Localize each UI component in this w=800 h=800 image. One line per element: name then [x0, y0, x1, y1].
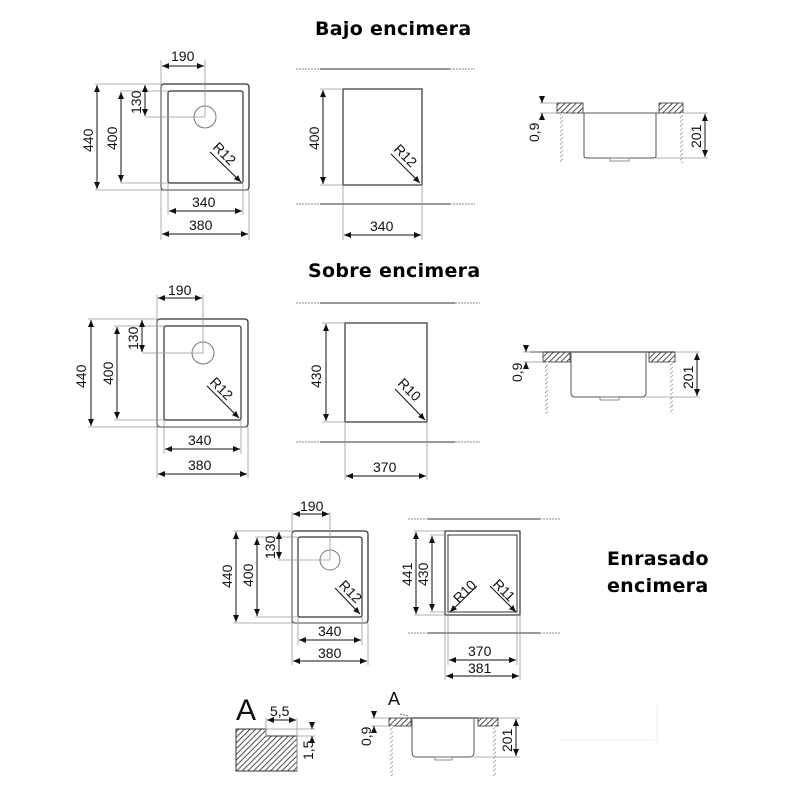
enrasado-detail-a	[235, 717, 315, 772]
sobre-dim-190: 190	[168, 282, 192, 298]
bajo-dim-340: 340	[192, 194, 216, 210]
bajo-cutout-radius: R12	[391, 141, 421, 171]
enrasado-cutout-view	[408, 518, 560, 680]
detail-a-label: A	[236, 694, 256, 727]
bajo-plan-view	[94, 60, 250, 240]
enrasado-cutout-radius-left: R10	[450, 576, 480, 606]
enrasado-radius: R12	[336, 577, 366, 607]
sobre-cutout-radius: R10	[395, 375, 425, 405]
sobre-cutout-430: 430	[308, 364, 324, 388]
enrasado-section-depth: 201	[499, 728, 515, 752]
sobre-dim-380: 380	[188, 457, 212, 473]
enrasado-cutout-441: 441	[399, 562, 415, 586]
bajo-cutout-400: 400	[306, 126, 322, 150]
sobre-section-thickness: 0,9	[509, 362, 525, 382]
bajo-dim-380: 380	[189, 217, 213, 233]
enrasado-cutout-370: 370	[468, 643, 492, 659]
sobre-dim-440: 440	[73, 364, 89, 388]
bajo-section-view	[539, 96, 708, 163]
enrasado-section-thickness: 0,9	[358, 726, 374, 746]
enrasado-dim-400: 400	[240, 563, 256, 587]
enrasado-dim-440: 440	[219, 564, 235, 588]
sobre-cutout-view	[296, 302, 480, 480]
bajo-dim-190: 190	[171, 48, 195, 64]
bajo-dim-440: 440	[80, 128, 96, 152]
sobre-plan-view	[88, 295, 249, 478]
enrasado-dim-380: 380	[318, 645, 342, 661]
sobre-dim-400: 400	[100, 361, 116, 385]
detail-a-step-depth: 1,5	[300, 740, 316, 760]
title-enrasado-line1: Enrasado	[607, 548, 709, 570]
sobre-radius: R12	[207, 374, 237, 404]
title-enrasado-line2: encimera	[607, 575, 709, 597]
sobre-dim-130: 130	[125, 326, 141, 350]
enrasado-cutout-radius-right: R11	[490, 576, 519, 605]
bajo-dim-130: 130	[128, 90, 144, 114]
sobre-section-depth: 201	[680, 365, 696, 389]
detail-a-step-width: 5,5	[270, 703, 290, 719]
sobre-cutout-370: 370	[373, 459, 397, 475]
enrasado-dim-130: 130	[262, 535, 278, 559]
enrasado-plan-view	[233, 511, 369, 665]
bajo-cutout-view	[296, 68, 475, 240]
sobre-section-view	[523, 345, 700, 414]
bajo-radius: R12	[210, 139, 240, 169]
title-bajo-encimera: Bajo encimera	[315, 18, 472, 40]
enrasado-section-detail-label: A	[388, 689, 400, 709]
bajo-section-thickness: 0,9	[526, 122, 542, 142]
title-sobre-encimera: Sobre encimera	[308, 260, 481, 282]
enrasado-cutout-381: 381	[468, 660, 492, 676]
sobre-dim-340: 340	[188, 432, 212, 448]
enrasado-dim-340: 340	[318, 623, 342, 639]
enrasado-section-view	[371, 705, 658, 776]
bajo-cutout-340: 340	[370, 218, 394, 234]
bajo-section-depth: 201	[688, 124, 704, 148]
enrasado-cutout-430: 430	[415, 562, 431, 586]
enrasado-dim-190: 190	[300, 498, 324, 514]
bajo-dim-400: 400	[104, 126, 120, 150]
